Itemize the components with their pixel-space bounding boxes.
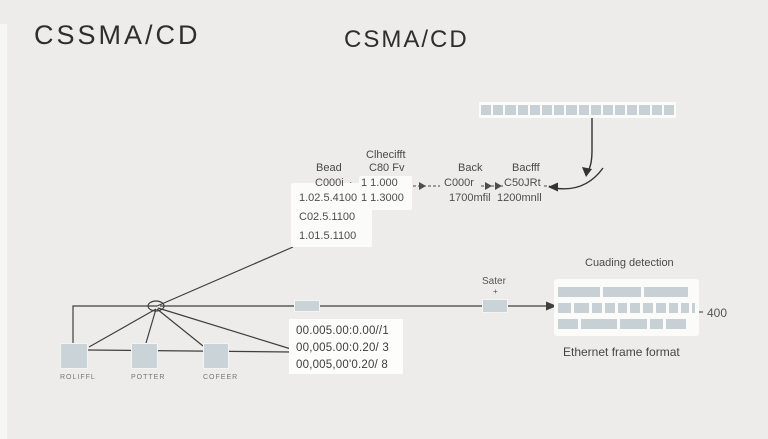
page-edge-strip	[0, 24, 7, 439]
preamble-segment	[517, 105, 528, 115]
table-panel-left	[291, 183, 372, 247]
node-station-1	[60, 343, 88, 369]
extra-row-2: 1.01.5.1100	[299, 230, 357, 242]
row1-cell-3: C000r	[444, 177, 474, 189]
repeater-mark: +	[493, 287, 498, 296]
preamble-segment	[651, 105, 662, 115]
arrow-right-icon	[546, 301, 557, 311]
table-header-top: Clhecifft	[366, 149, 406, 161]
preamble-segment	[554, 105, 565, 115]
frame-field-row	[558, 286, 695, 297]
frame-field-segment	[630, 302, 641, 313]
preamble-segment	[578, 105, 589, 115]
row1-cell-4: C50JRt	[504, 177, 541, 189]
table-panel-center	[359, 176, 412, 210]
arrow-right-icon	[495, 182, 502, 190]
frame-field-segment	[617, 302, 628, 313]
preamble-segment	[602, 105, 614, 115]
frame-field-row	[558, 318, 695, 329]
ethernet-frame-box	[554, 279, 699, 336]
row1-cell-2: 1 1.000	[361, 177, 398, 189]
frame-field-segment	[573, 302, 590, 313]
preamble-segment	[541, 105, 553, 115]
frame-field-row	[558, 302, 696, 313]
preamble-segment	[639, 105, 650, 115]
wire-frame-box	[294, 300, 320, 312]
preamble-segment	[627, 105, 638, 115]
frame-field-segment	[558, 286, 600, 297]
frame-field-segment	[558, 302, 571, 313]
frame-size-label: 400	[707, 306, 728, 320]
frame-field-segment	[581, 318, 617, 329]
preamble-segment	[566, 105, 577, 115]
arrow-right-icon	[419, 182, 426, 190]
preamble-segment	[505, 105, 516, 115]
frame-field-segment	[692, 302, 696, 313]
extra-row-1: C02.5.1100	[299, 211, 356, 223]
node-label-1: ROLIFFL	[60, 374, 96, 381]
frame-field-segment	[655, 302, 666, 313]
node-label-2: POTTER	[131, 374, 166, 381]
repeater-label: Sater	[482, 276, 506, 287]
col-header-1: Bead	[316, 162, 342, 174]
node-station-2	[131, 343, 158, 369]
row2-cell-2: 1 1.3000	[361, 192, 404, 204]
preamble-segment	[529, 105, 540, 115]
arrow-down-icon	[582, 167, 592, 177]
col-header-4: Bacfff	[512, 162, 540, 174]
frame-field-segment	[603, 286, 641, 297]
frame-field-segment	[666, 318, 686, 329]
title-center: CSMA/CD	[344, 26, 469, 53]
col-header-3: Back	[458, 162, 483, 174]
message-line: 00.005.00:0.00//1	[296, 325, 389, 337]
preamble-segment	[493, 105, 504, 115]
frame-field-segment	[668, 302, 679, 313]
arrow-right-icon	[485, 182, 492, 190]
node-station-3	[203, 343, 229, 369]
frame-field-segment	[604, 302, 615, 313]
row2-cell-4: 1200mnll	[497, 192, 542, 204]
title-left: CSSMA/CD	[34, 20, 201, 50]
col-header-2: C80 Fv	[369, 162, 405, 174]
row1-cell-1: C000i	[315, 177, 344, 189]
frame-field-segment	[681, 302, 690, 313]
preamble-segment	[615, 105, 626, 115]
preamble-segment	[663, 105, 674, 115]
frame-caption: Ethernet frame format	[563, 345, 680, 359]
repeater-box	[482, 299, 508, 313]
preamble-segment	[481, 105, 492, 115]
message-line: 00,005.00:0.20/ 3	[296, 342, 389, 354]
arrow-left-icon	[548, 182, 558, 192]
frame-field-segment	[558, 318, 578, 329]
preamble-bar	[479, 102, 676, 118]
frame-field-segment	[620, 318, 647, 329]
row2-cell-1: 1.02.5.4100	[299, 192, 358, 204]
frame-field-segment	[644, 286, 688, 297]
frame-field-segment	[650, 318, 663, 329]
message-line: 00,005,00'0.20/ 8	[296, 359, 388, 371]
node-label-3: COFEER	[203, 374, 239, 381]
row2-cell-3: 1700mfil	[449, 192, 491, 204]
frame-field-segment	[643, 302, 653, 313]
frame-field-segment	[592, 302, 602, 313]
preamble-segment	[590, 105, 601, 115]
message-box: 00.005.00:0.00//1 00,005.00:0.20/ 3 00,0…	[289, 319, 403, 374]
frame-title: Cuading detection	[585, 257, 674, 269]
